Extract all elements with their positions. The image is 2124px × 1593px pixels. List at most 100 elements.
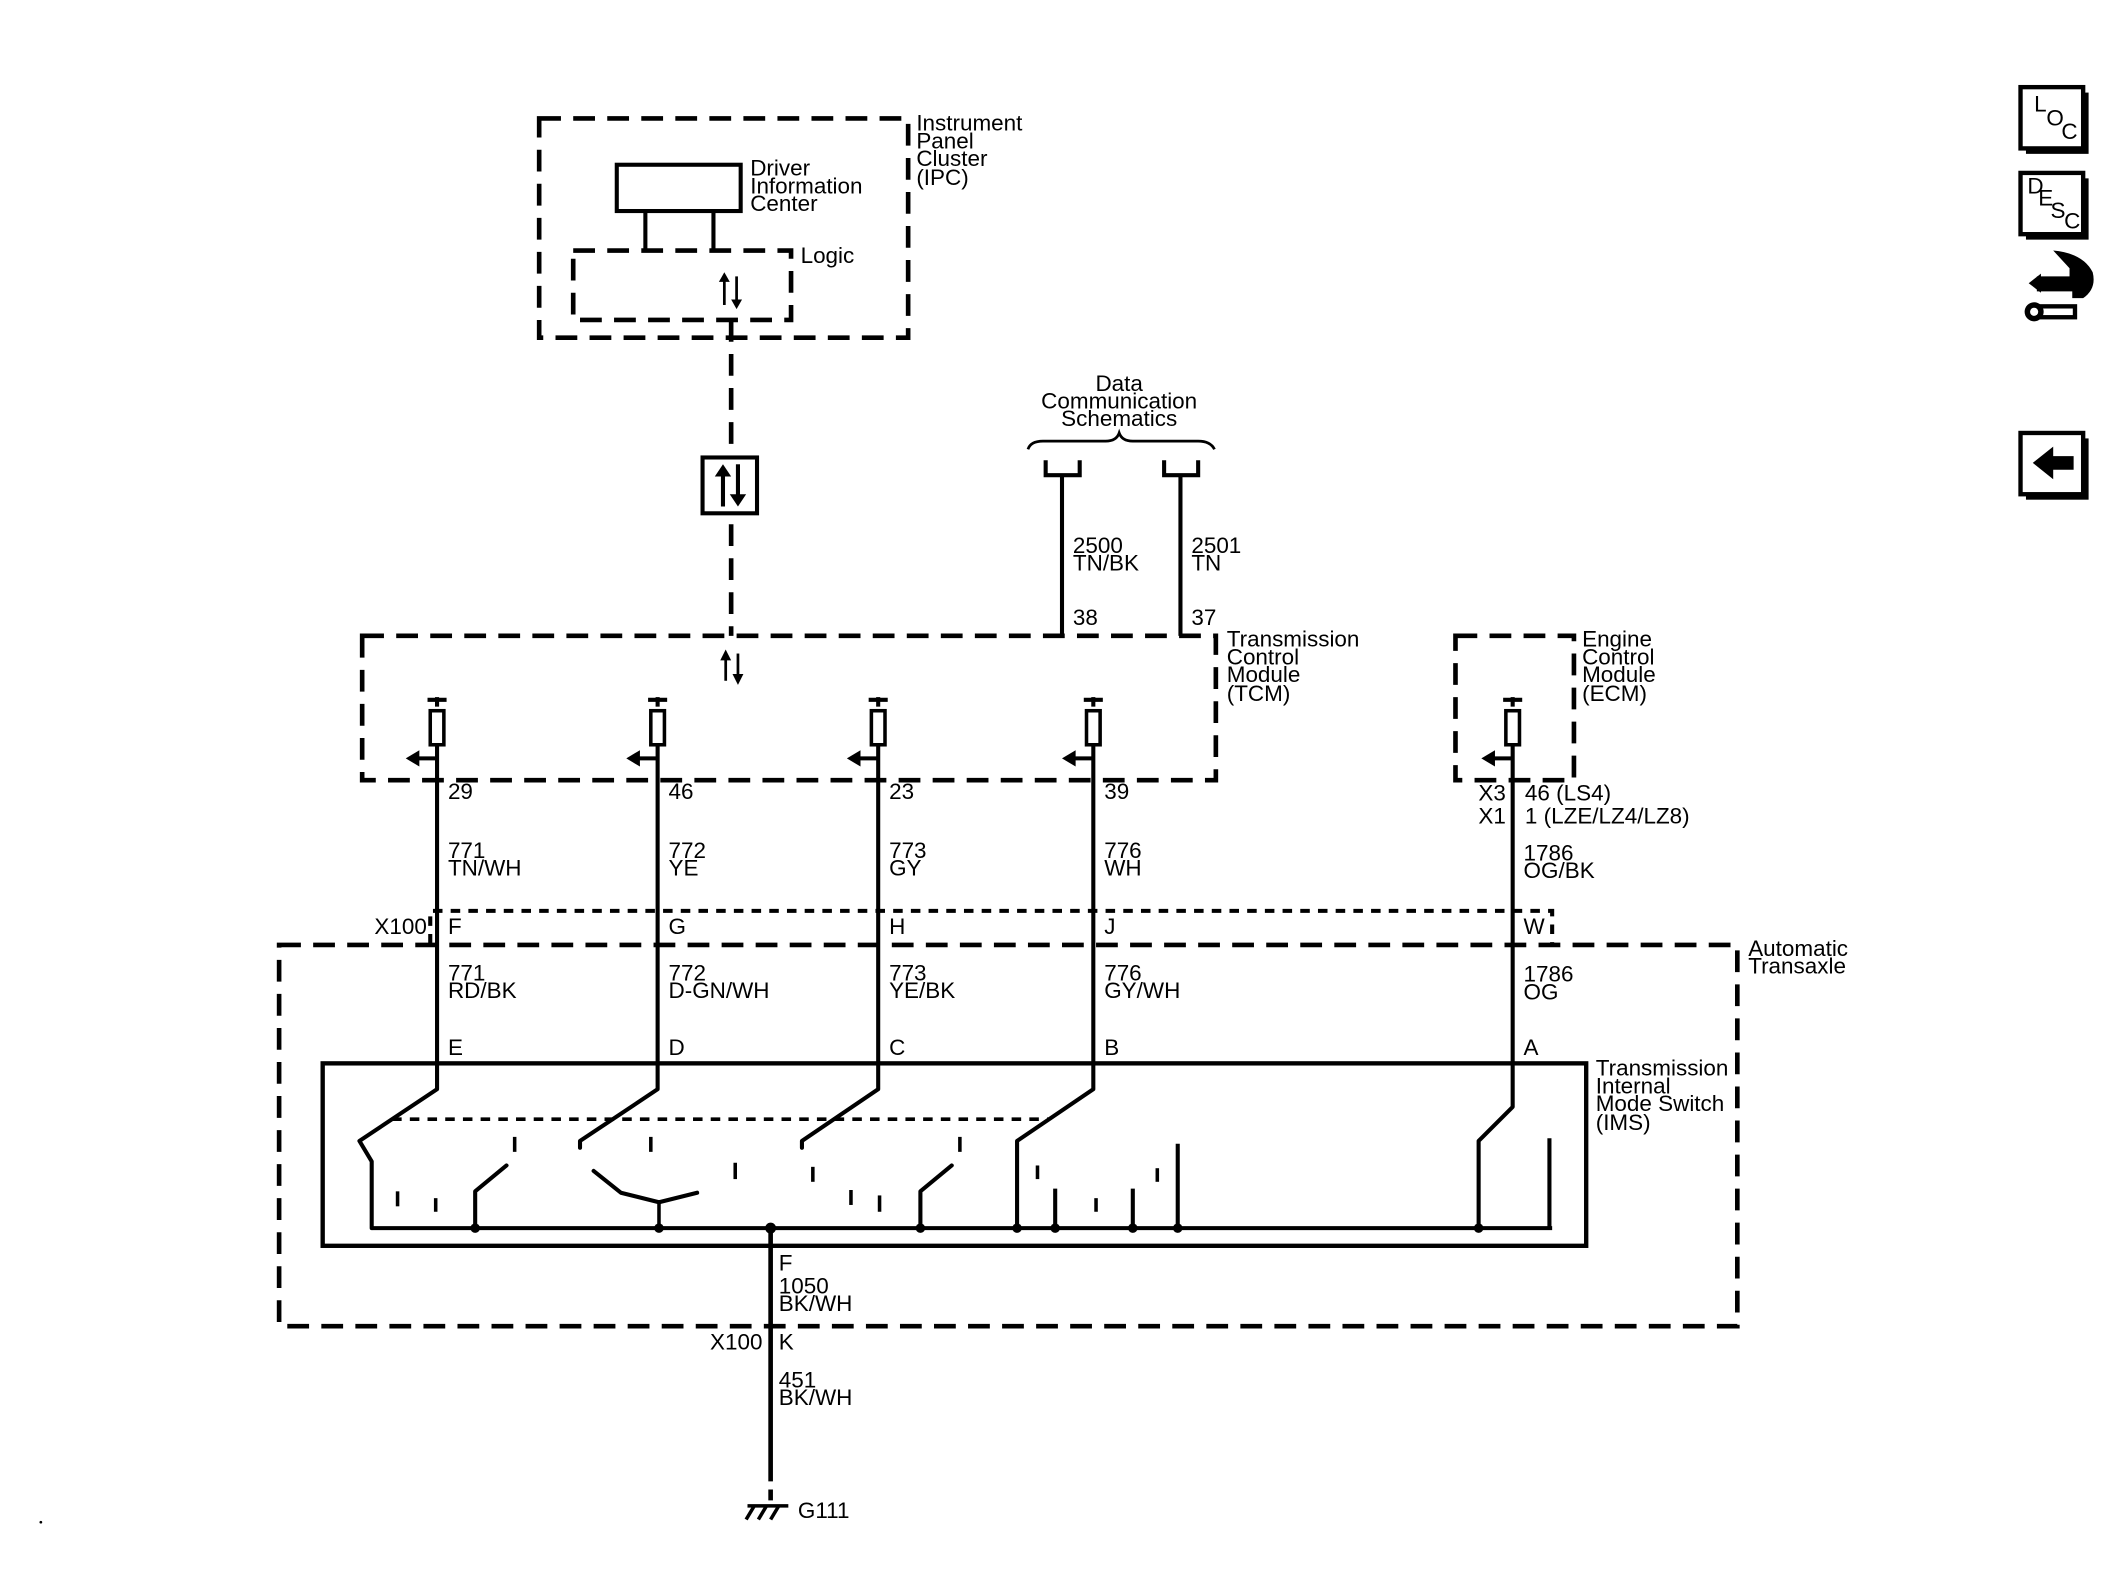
ims-pin-a: A bbox=[1524, 1035, 1539, 1060]
ims-pin-b: B bbox=[1104, 1035, 1119, 1060]
circuit-776-lower-number: 776 bbox=[1104, 960, 1141, 985]
tcm-serial-arrows-icon bbox=[720, 649, 744, 685]
ecm-label-1: Engine bbox=[1582, 627, 1652, 652]
circuit-771-lower-number: 771 bbox=[448, 960, 485, 985]
circuit-1786-lower-number: 1786 bbox=[1524, 962, 1574, 987]
ipc-label-1: Instrument bbox=[916, 111, 1023, 136]
ecm-label-3: Module bbox=[1582, 662, 1656, 687]
ecm-pin-1: 1 (LZE/LZ4/LZ8) bbox=[1525, 804, 1690, 829]
ecm-label-2: Control bbox=[1582, 644, 1654, 669]
circuit-776-number: 776 bbox=[1104, 838, 1141, 863]
serial-data-icon bbox=[700, 455, 760, 516]
ground-circuit: F 1050 BK/WH X100 K 451 BK/WH G111 bbox=[710, 1228, 852, 1523]
circuit-773-number: 773 bbox=[889, 838, 926, 863]
data-comm-label-3: Schematics bbox=[1061, 406, 1177, 431]
tcm-pin-38: 38 bbox=[1073, 605, 1098, 630]
transaxle-label-1: Automatic bbox=[1748, 936, 1848, 961]
circuit-1786-number: 1786 bbox=[1524, 840, 1574, 865]
circuit-772-lower-number: 772 bbox=[669, 960, 706, 985]
ims-pin-c: C bbox=[889, 1035, 905, 1060]
ims-pin-f: F bbox=[779, 1250, 793, 1275]
desc-button[interactable]: D E S C bbox=[2018, 170, 2089, 240]
x100-connector bbox=[428, 908, 1555, 944]
circuit-771-number: 771 bbox=[448, 838, 485, 863]
tcm-circuit-23: 23 773 GY H 773 YE/BK C bbox=[846, 697, 955, 1064]
ecm-connector-x3: X3 bbox=[1478, 781, 1505, 806]
ims-pin-d: D bbox=[669, 1035, 685, 1060]
x100-ground-label: X100 bbox=[710, 1329, 762, 1354]
x100-label: X100 bbox=[374, 914, 426, 939]
data-comm-label-1: Data bbox=[1095, 371, 1143, 396]
circuit-1050-color: BK/WH bbox=[779, 1291, 853, 1316]
x100-pin-f: F bbox=[448, 914, 462, 939]
logic-box bbox=[570, 248, 794, 323]
transaxle-label-2: Transaxle bbox=[1748, 954, 1846, 979]
circuit-1050-number: 1050 bbox=[779, 1273, 829, 1298]
ground-g111: G111 bbox=[798, 1498, 850, 1523]
x100-pin-w: W bbox=[1524, 914, 1546, 939]
tcm-label-1: Transmission bbox=[1227, 627, 1360, 652]
back-arrow-icon bbox=[2032, 446, 2074, 480]
back-button[interactable] bbox=[2018, 430, 2089, 500]
tcm-label-4: (TCM) bbox=[1227, 681, 1291, 706]
circuit-2501-color: TN bbox=[1191, 550, 1221, 575]
circuit-1786-lower-color: OG bbox=[1524, 979, 1559, 1004]
ecm-label-4: (ECM) bbox=[1582, 681, 1647, 706]
ecm-circuit-1786: X3 46 (LS4) X1 1 (LZE/LZ4/LZ8) 1786 OG/B… bbox=[1478, 697, 1690, 1064]
ims-label-3: Mode Switch bbox=[1596, 1091, 1725, 1116]
tcm-pin-37: 37 bbox=[1191, 605, 1216, 630]
circuit-451-number: 451 bbox=[779, 1367, 816, 1392]
ipc-label-3: Cluster bbox=[916, 146, 988, 171]
ipc-module: Instrument Panel Cluster (IPC) Driver In… bbox=[536, 111, 1023, 340]
dic-box bbox=[614, 162, 743, 214]
ims-switch: Transmission Internal Mode Switch (IMS) bbox=[320, 1056, 1729, 1248]
tcm-circuit-39: 39 776 WH J 776 GY/WH B bbox=[1062, 697, 1180, 1064]
tcm-pin-29: 29 bbox=[448, 779, 473, 804]
circuit-773-color: GY bbox=[889, 855, 921, 880]
tcm-pin-39: 39 bbox=[1104, 779, 1129, 804]
tcm-circuit-29: 29 771 TN/WH F 771 RD/BK E bbox=[405, 697, 522, 1064]
circuit-2500-color: TN/BK bbox=[1073, 550, 1139, 575]
circuit-772-number: 772 bbox=[669, 838, 706, 863]
circuit-773-lower-number: 773 bbox=[889, 960, 926, 985]
circuit-771-color: TN/WH bbox=[448, 855, 522, 880]
dic-label-2: Information bbox=[750, 173, 862, 198]
connector-locator-button[interactable] bbox=[2024, 250, 2094, 322]
desc-letter-d: D bbox=[2027, 173, 2043, 198]
serial-data-arrows-icon bbox=[718, 272, 743, 310]
x100-pin-k: K bbox=[779, 1329, 794, 1354]
tcm-module: Transmission Control Module (TCM) bbox=[359, 627, 1360, 783]
circuit-2501-number: 2501 bbox=[1191, 533, 1241, 558]
ecm-pin-46: 46 (LS4) bbox=[1525, 781, 1611, 806]
desc-letter-e: E bbox=[2038, 186, 2053, 211]
scan-speck bbox=[39, 1520, 43, 1524]
tcm-label-2: Control bbox=[1227, 644, 1299, 669]
ims-pin-e: E bbox=[448, 1035, 463, 1060]
ims-label-2: Internal bbox=[1596, 1073, 1671, 1098]
ecm-connector-x1: X1 bbox=[1478, 804, 1505, 829]
logic-label: Logic bbox=[801, 243, 855, 268]
tcm-pin-23: 23 bbox=[889, 779, 914, 804]
x100-pin-g: G bbox=[669, 914, 686, 939]
desc-letter-c: C bbox=[2064, 209, 2080, 234]
dic-label-3: Center bbox=[750, 191, 818, 216]
dic-label-1: Driver bbox=[750, 156, 810, 181]
circuit-1786-color: OG/BK bbox=[1524, 858, 1595, 883]
loc-button[interactable]: L O C bbox=[2018, 84, 2089, 154]
tcm-circuit-46: 46 772 YE G 772 D-GN/WH D bbox=[626, 697, 770, 1064]
data-communication-reference: Data Communication Schematics 2500 TN/BK… bbox=[1026, 371, 1241, 636]
loc-letter-c: C bbox=[2061, 119, 2077, 144]
ims-label-1: Transmission bbox=[1596, 1056, 1729, 1081]
circuit-2500-number: 2500 bbox=[1073, 533, 1123, 558]
desc-letter-s: S bbox=[2050, 198, 2065, 223]
ims-label-4: (IMS) bbox=[1596, 1110, 1651, 1135]
x100-pin-h: H bbox=[889, 914, 905, 939]
circuit-773-lower-color: YE/BK bbox=[889, 978, 955, 1003]
ipc-label-4: (IPC) bbox=[916, 165, 968, 190]
circuit-772-lower-color: D-GN/WH bbox=[669, 978, 770, 1003]
ground-icon bbox=[744, 1504, 789, 1521]
data-comm-label-2: Communication bbox=[1041, 388, 1197, 413]
circuit-776-color: WH bbox=[1104, 855, 1141, 880]
circuit-771-lower-color: RD/BK bbox=[448, 978, 517, 1003]
